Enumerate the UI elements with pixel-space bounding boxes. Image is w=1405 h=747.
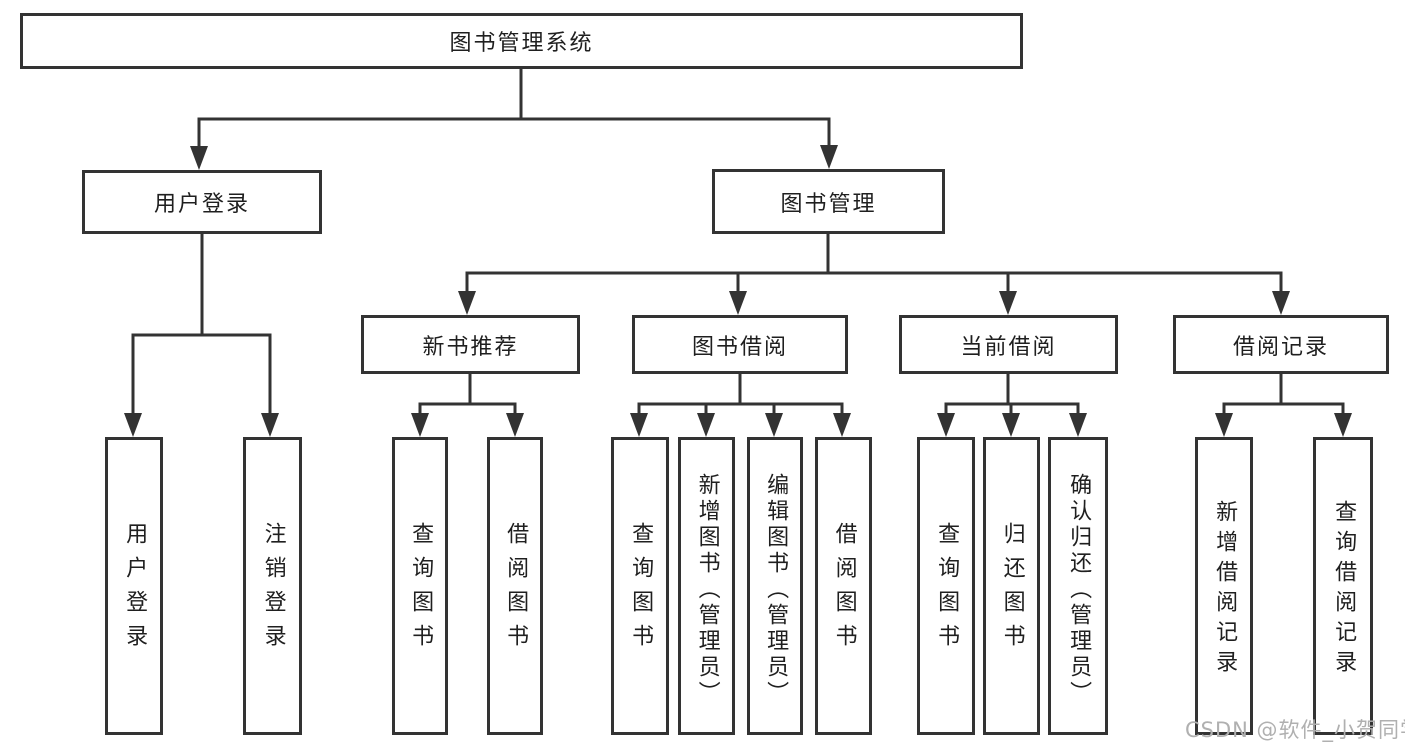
leaf-edit-books-admin: 编辑图书（管理员） — [747, 437, 803, 735]
watermark-text: CSDN @软件_小贺同学 — [1185, 718, 1405, 742]
leaf-return-books: 归还图书 — [983, 437, 1040, 735]
arrowhead-new-book-leaves — [411, 413, 524, 437]
node-book-borrow: 图书借阅 — [632, 315, 848, 374]
connector-borrow-records-to-leaves — [1222, 373, 1345, 417]
leaf-user-login: 用户登录 — [105, 437, 163, 735]
connector-book-management-to-level3 — [465, 233, 1283, 295]
connector-new-book-to-leaves — [418, 373, 517, 417]
leaf-logout: 注销登录 — [243, 437, 302, 735]
leaf-query-borrow-record: 查询借阅记录 — [1313, 437, 1373, 735]
node-book-management: 图书管理 — [712, 169, 945, 234]
leaf-borrow-books: 借阅图书 — [815, 437, 872, 735]
connector-root-to-level2 — [197, 68, 831, 150]
leaf-query-books-recommend: 查询图书 — [392, 437, 448, 735]
leaf-confirm-return-admin: 确认归还（管理员） — [1048, 437, 1108, 735]
node-borrow-records: 借阅记录 — [1173, 315, 1389, 374]
connector-current-borrow-to-leaves — [944, 373, 1080, 417]
leaf-add-books-admin: 新增图书（管理员） — [678, 437, 735, 735]
arrowhead-user-login-leaves — [124, 413, 279, 437]
node-library-management-system: 图书管理系统 — [20, 13, 1023, 69]
connector-book-borrow-to-leaves — [637, 373, 844, 417]
arrowhead-current-borrow-leaves — [937, 413, 1087, 437]
leaf-query-books-borrow: 查询图书 — [611, 437, 669, 735]
node-user-login: 用户登录 — [82, 170, 322, 234]
node-current-borrow: 当前借阅 — [899, 315, 1118, 374]
leaf-query-books-current: 查询图书 — [917, 437, 975, 735]
connector-user-login-to-leaves — [131, 233, 272, 417]
arrowhead-borrow-records-leaves — [1215, 413, 1352, 437]
node-new-book-recommend: 新书推荐 — [361, 315, 580, 374]
arrowhead-book-borrow-leaves — [630, 413, 851, 437]
leaf-borrow-books-recommend: 借阅图书 — [487, 437, 543, 735]
arrowhead-level2 — [190, 145, 838, 170]
arrowhead-level3 — [458, 291, 1290, 315]
leaf-add-borrow-record: 新增借阅记录 — [1195, 437, 1253, 735]
